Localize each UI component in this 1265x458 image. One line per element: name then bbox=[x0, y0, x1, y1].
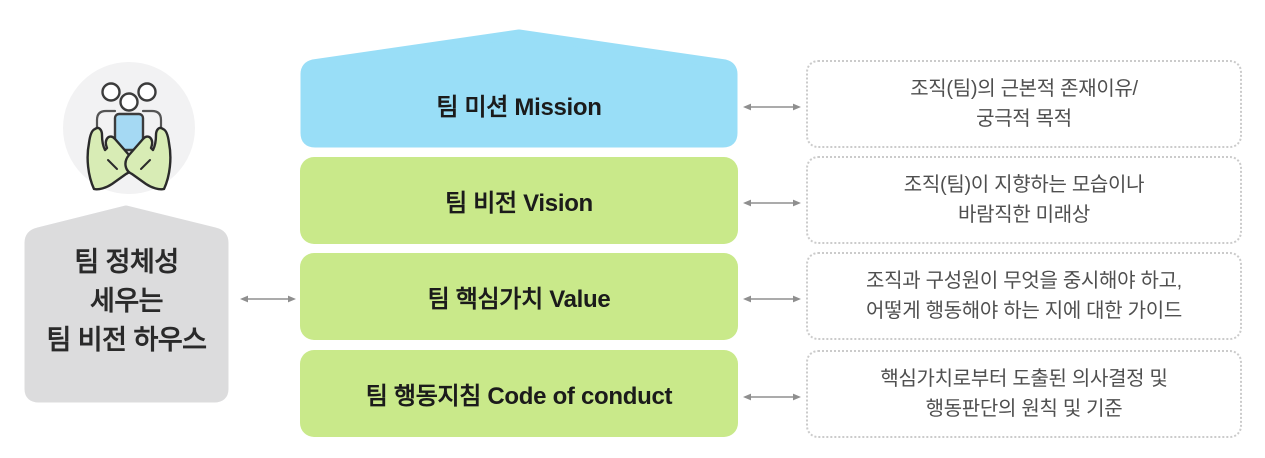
house-label: 팀 정체성 세우는 팀 비전 하우스 bbox=[20, 243, 233, 360]
right-person-head bbox=[137, 82, 157, 102]
team-identity-house: 팀 정체성 세우는 팀 비전 하우스 bbox=[20, 205, 233, 403]
right-person-body-outline bbox=[141, 109, 163, 138]
hands-holding-team-svg bbox=[86, 82, 172, 191]
conduct-description-line-1: 핵심가치로부터 도출된 의사결정 및 bbox=[880, 368, 1168, 390]
mission-arrow bbox=[743, 99, 801, 111]
gray-house-shape bbox=[24, 205, 229, 403]
level-vision: 팀 비전 Vision bbox=[300, 157, 738, 244]
level-value: 팀 핵심가치 Value bbox=[300, 253, 738, 340]
center-person-head bbox=[119, 92, 139, 112]
value-arrow bbox=[743, 291, 801, 303]
house-to-stack-arrow bbox=[240, 291, 296, 303]
left-hand-finger-line bbox=[107, 159, 118, 170]
house-label-line-2: 세우는 bbox=[89, 286, 164, 316]
hands-holding-team-icon bbox=[63, 62, 195, 194]
value-description-box: 조직과 구성원이 무엇을 중시해야 하고, 어떻게 행동해야 하는 지에 대한 … bbox=[806, 252, 1242, 340]
level-conduct: 팀 행동지침 Code of conduct bbox=[300, 350, 738, 437]
vision-description-box: 조직(팀)이 지향하는 모습이나 바람직한 미래상 bbox=[806, 156, 1242, 244]
level-value-label: 팀 핵심가치 Value bbox=[427, 286, 611, 313]
value-description-line-1: 조직과 구성원이 무엇을 중시해야 하고, bbox=[866, 270, 1182, 292]
left-person-head bbox=[101, 82, 121, 102]
mission-description-line-1: 조직(팀)의 근본적 존재이유/ bbox=[910, 78, 1138, 100]
value-description-line-2: 어떻게 행동해야 하는 지에 대한 가이드 bbox=[866, 300, 1182, 322]
mission-description-line-2: 궁극적 목적 bbox=[976, 108, 1072, 130]
house-label-line-3: 팀 비전 하우스 bbox=[46, 325, 207, 355]
house-label-line-1: 팀 정체성 bbox=[74, 247, 179, 277]
level-mission-label: 팀 미션 Mission bbox=[436, 93, 602, 121]
left-person-body-outline bbox=[95, 109, 117, 138]
left-hand bbox=[86, 126, 134, 191]
mission-roof-path bbox=[300, 29, 738, 148]
conduct-arrow bbox=[743, 389, 801, 401]
conduct-description-box: 핵심가치로부터 도출된 의사결정 및 행동판단의 원칙 및 기준 bbox=[806, 350, 1242, 438]
gray-house-path bbox=[24, 205, 229, 403]
level-vision-label: 팀 비전 Vision bbox=[445, 190, 593, 217]
vision-arrow bbox=[743, 195, 801, 207]
conduct-description-line-2: 행동판단의 원칙 및 기준 bbox=[925, 398, 1123, 420]
right-hand bbox=[124, 126, 172, 191]
vision-description-line-2: 바람직한 미래상 bbox=[958, 204, 1090, 226]
center-person-body bbox=[113, 112, 145, 152]
mission-roof-shape bbox=[300, 29, 738, 148]
right-hand-finger-line bbox=[140, 159, 151, 170]
level-mission: 팀 미션 Mission bbox=[300, 28, 738, 148]
mission-description-box: 조직(팀)의 근본적 존재이유/ 궁극적 목적 bbox=[806, 60, 1242, 148]
vision-description-line-1: 조직(팀)이 지향하는 모습이나 bbox=[903, 174, 1145, 196]
level-conduct-label: 팀 행동지침 Code of conduct bbox=[365, 383, 673, 410]
